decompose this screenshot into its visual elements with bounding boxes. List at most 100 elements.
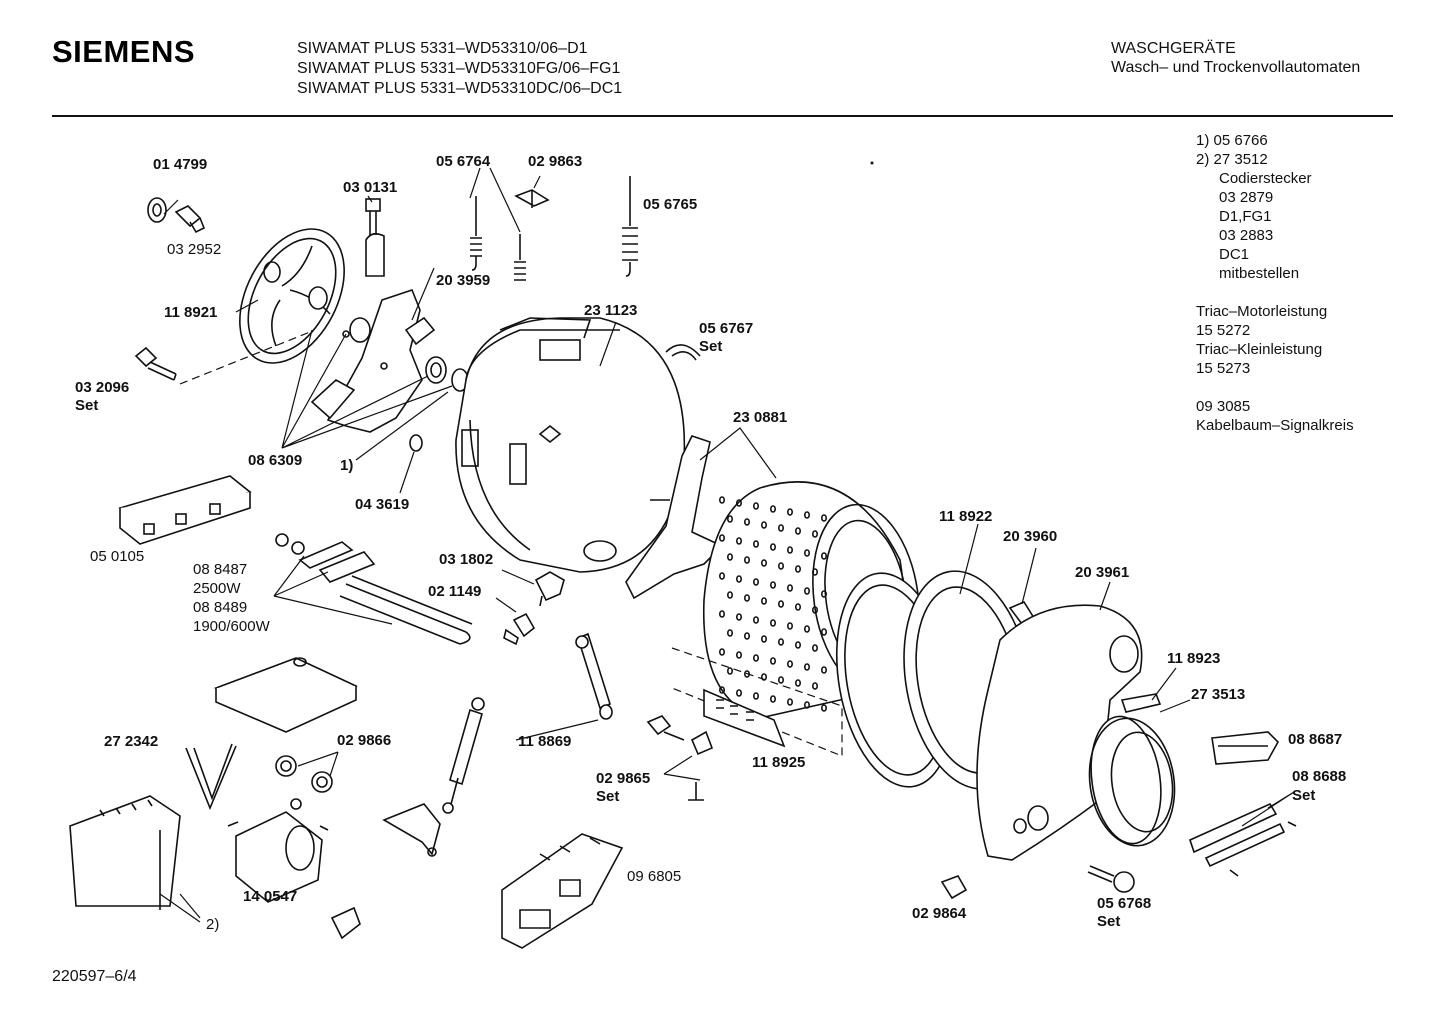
drum-hole — [794, 565, 801, 573]
drum-hole — [803, 625, 810, 633]
category-subtitle: Wasch– und Trockenvollautomaten — [1111, 59, 1361, 76]
bearing-ring-part — [147, 197, 167, 223]
part-label: 02 1149 — [428, 583, 482, 600]
note-line: Codierstecker — [1219, 170, 1312, 187]
part-label: 05 6767 — [699, 320, 754, 337]
part-label: 23 0881 — [733, 409, 788, 426]
bearing-bracket-part — [310, 289, 436, 433]
bolt-part — [134, 346, 177, 381]
drum-hole — [769, 581, 776, 589]
drum-hole — [760, 559, 767, 567]
drum-hole — [786, 546, 793, 554]
drum-hole — [752, 616, 759, 624]
drum-hole — [777, 676, 784, 684]
part-label: 11 8869 — [518, 733, 572, 750]
drum-hole — [718, 572, 725, 580]
drum-hole — [820, 552, 827, 560]
drum-hole — [769, 619, 776, 627]
model-line: SIWAMAT PLUS 5331–WD53310DC/06–DC1 — [297, 80, 623, 97]
model-line: SIWAMAT PLUS 5331–WD53310/06–D1 — [297, 40, 588, 57]
drum-hole — [743, 518, 750, 526]
drum-hole — [820, 628, 827, 636]
part-label: 05 6765 — [643, 196, 698, 213]
part-label: 09 6805 — [627, 868, 682, 885]
heating-element-part — [275, 533, 473, 645]
shock-absorber-part — [442, 632, 613, 814]
drum-hole — [803, 549, 810, 557]
drum-hole — [794, 641, 801, 649]
drum-hole — [760, 635, 767, 643]
part-label: 05 0105 — [90, 548, 145, 565]
part-label: 08 8489 — [193, 599, 248, 616]
drum-hole — [820, 704, 827, 712]
part-label: 02 9866 — [337, 732, 392, 749]
drum-hole — [769, 695, 776, 703]
note-line: Kabelbaum–Signalkreis — [1196, 417, 1354, 434]
part-label: 27 3513 — [1191, 686, 1246, 703]
drum-hole — [735, 575, 742, 583]
drum-hole — [777, 562, 784, 570]
drum-hole — [735, 537, 742, 545]
drum-hole — [735, 613, 742, 621]
note-line: DC1 — [1219, 246, 1250, 263]
drum-hole — [752, 654, 759, 662]
part-label: 2500W — [193, 580, 241, 597]
model-line: SIWAMAT PLUS 5331–WD53310FG/06–FG1 — [297, 60, 621, 77]
model-list: SIWAMAT PLUS 5331–WD53310/06–D1 SIWAMAT … — [297, 39, 622, 99]
hose-clamp-part — [646, 715, 714, 801]
pressure-switch-part — [503, 612, 536, 646]
drum-hole — [735, 651, 742, 659]
part-label: 11 8923 — [1167, 650, 1221, 667]
part-label: 03 2096 — [75, 379, 130, 396]
drum-hole — [786, 698, 793, 706]
drum-hole — [752, 540, 759, 548]
part-label: 03 0131 — [343, 179, 398, 196]
part-label: 23 1123 — [584, 302, 638, 319]
category-title: WASCHGERÄTE — [1111, 40, 1236, 57]
drum-hole — [794, 527, 801, 535]
part-label: Set — [699, 338, 723, 355]
bearing-part — [425, 356, 469, 392]
part-label: 11 8925 — [752, 754, 806, 771]
part-label: 04 3619 — [355, 496, 410, 513]
clip-part — [940, 875, 968, 900]
drum-hole — [752, 502, 759, 510]
drum-hole — [752, 578, 759, 586]
note-line: Triac–Motorleistung — [1196, 303, 1328, 320]
drum-hole — [743, 594, 750, 602]
drum-hole — [794, 679, 801, 687]
bolt-part — [365, 198, 385, 277]
spring-part — [622, 176, 638, 277]
motor-part — [227, 798, 329, 903]
part-label: 27 2342 — [104, 733, 159, 750]
drum-hole — [726, 629, 733, 637]
note-line: 15 5272 — [1196, 322, 1251, 339]
detergent-drawer-part — [703, 688, 786, 748]
handle-insert-part — [1211, 731, 1279, 765]
drum-hole — [777, 600, 784, 608]
note-line: 2) 27 3512 — [1196, 151, 1268, 168]
drum-hole — [811, 644, 818, 652]
drum-hole — [735, 689, 742, 697]
assembly-guide-line — [179, 331, 311, 385]
part-label: 20 3960 — [1003, 528, 1058, 545]
seal-part — [409, 434, 423, 452]
note-line: D1,FG1 — [1219, 208, 1272, 225]
drum-hole — [718, 610, 725, 618]
drain-pump-part — [501, 833, 624, 949]
category-block: WASCHGERÄTE Wasch– und Trockenvollautoma… — [1111, 39, 1360, 77]
drum-hole — [786, 584, 793, 592]
drum-hole — [760, 597, 767, 605]
drum-hole — [743, 632, 750, 640]
drum-hole — [777, 638, 784, 646]
plug-part — [174, 205, 206, 234]
part-label: 02 9865 — [596, 770, 651, 787]
drum-hole — [718, 496, 725, 504]
drum-hole — [777, 524, 784, 532]
drum-hole — [743, 556, 750, 564]
clamp-part — [665, 344, 701, 361]
screw-part — [1087, 865, 1135, 893]
temperature-sensor-part — [534, 571, 565, 607]
part-label: 08 8688 — [1292, 768, 1347, 785]
